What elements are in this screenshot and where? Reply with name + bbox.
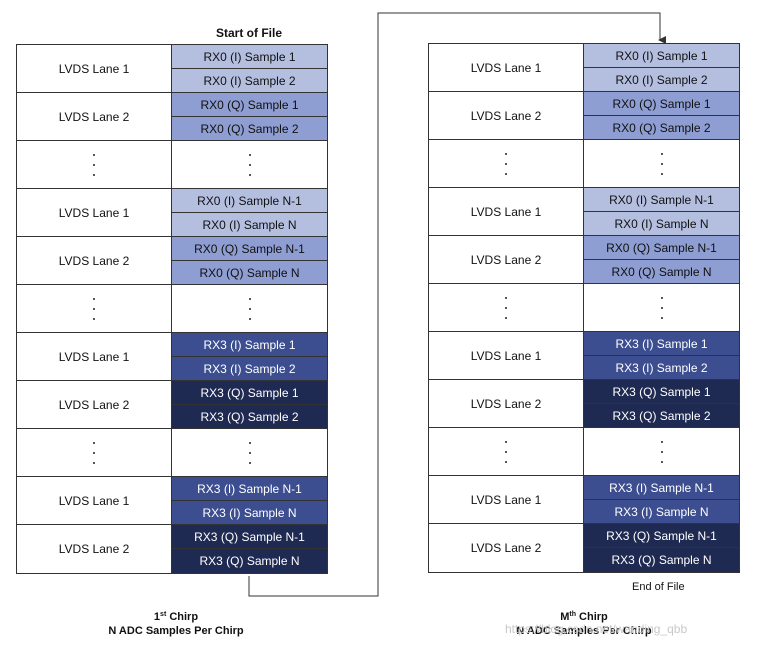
caption-number: M [560,611,570,623]
sample-cell: RX0 (I) Sample 2 [172,69,327,93]
sample-cell: RX3 (I) Sample N [584,500,739,524]
sample-cell: RX0 (Q) Sample 1 [584,92,739,116]
end-of-file-label: End of File [632,581,685,593]
lane-cell: LVDS Lane 1 [17,333,172,381]
lane-cell: LVDS Lane 1 [17,477,172,525]
sample-cell: RX3 (Q) Sample N [584,548,739,572]
first-chirp-block: LVDS Lane 1 RX0 (I) Sample 1 RX0 (I) Sam… [16,44,328,574]
lane-cell: LVDS Lane 2 [429,380,584,428]
ellipsis-cell [584,284,739,332]
caption-word: Chirp [166,611,199,623]
lane-cell: LVDS Lane 2 [17,93,172,141]
sample-cell: RX3 (Q) Sample 2 [584,404,739,428]
sample-cell: RX3 (Q) Sample 1 [172,381,327,405]
ellipsis-cell [172,141,327,189]
first-chirp-caption: 1st Chirp N ADC Samples Per Chirp [76,610,276,638]
lane-cell: LVDS Lane 2 [429,92,584,140]
watermark: https://blog.csdn.net/wanding_qbb [505,622,688,636]
lane-cell: LVDS Lane 1 [17,45,172,93]
sample-cell: RX3 (I) Sample 1 [584,332,739,356]
sample-cell: RX0 (I) Sample N-1 [172,189,327,213]
mth-chirp-caption: Mth Chirp N ADC Samples Per Chirp [484,610,684,638]
sample-cell: RX3 (I) Sample 2 [584,356,739,380]
caption-subtitle: N ADC Samples Per Chirp [108,625,244,637]
sample-cell: RX0 (Q) Sample N [584,260,739,284]
lane-cell: LVDS Lane 1 [429,476,584,524]
caption-superscript: th [569,611,576,618]
sample-cell: RX3 (Q) Sample N-1 [172,525,327,549]
start-of-file-label: Start of File [216,26,283,40]
lane-cell: LVDS Lane 1 [429,188,584,236]
ellipsis-cell [429,284,584,332]
sample-cell: RX0 (Q) Sample 1 [172,93,327,117]
sample-cell: RX3 (Q) Sample 1 [584,380,739,404]
ellipsis-cell [584,140,739,188]
ellipsis-cell [17,429,172,477]
lane-cell: LVDS Lane 2 [429,236,584,284]
sample-cell: RX3 (I) Sample N-1 [584,476,739,500]
sample-cell: RX3 (Q) Sample N-1 [584,524,739,548]
ellipsis-cell [429,428,584,476]
sample-cell: RX3 (I) Sample 1 [172,333,327,357]
sample-cell: RX3 (I) Sample N-1 [172,477,327,501]
sample-cell: RX0 (I) Sample 1 [172,45,327,69]
ellipsis-cell [17,141,172,189]
lane-cell: LVDS Lane 1 [429,332,584,380]
lane-cell: LVDS Lane 1 [429,44,584,92]
sample-cell: RX3 (I) Sample 2 [172,357,327,381]
sample-cell: RX0 (Q) Sample N-1 [172,237,327,261]
sample-cell: RX3 (I) Sample N [172,501,327,525]
sample-cell: RX3 (Q) Sample 2 [172,405,327,429]
sample-cell: RX0 (I) Sample N [584,212,739,236]
lane-cell: LVDS Lane 2 [429,524,584,572]
ellipsis-cell [429,140,584,188]
caption-number: 1 [153,611,161,623]
caption-word: Chirp [576,611,608,623]
mth-chirp-block: LVDS Lane 1 RX0 (I) Sample 1 RX0 (I) Sam… [428,43,740,573]
lane-cell: LVDS Lane 2 [17,381,172,429]
caption-subtitle: N ADC Samples Per Chirp [516,625,652,637]
sample-cell: RX0 (I) Sample N-1 [584,188,739,212]
ellipsis-cell [172,429,327,477]
ellipsis-cell [172,285,327,333]
sample-cell: RX0 (Q) Sample N-1 [584,236,739,260]
sample-cell: RX0 (Q) Sample N [172,261,327,285]
sample-cell: RX3 (Q) Sample N [172,549,327,573]
sample-cell: RX0 (I) Sample 2 [584,68,739,92]
sample-cell: RX0 (Q) Sample 2 [172,117,327,141]
sample-cell: RX0 (I) Sample 1 [584,44,739,68]
sample-cell: RX0 (I) Sample N [172,213,327,237]
caption-superscript: st [160,611,167,618]
connector-line [248,12,666,597]
ellipsis-cell [584,428,739,476]
ellipsis-cell [17,285,172,333]
lane-cell: LVDS Lane 2 [17,237,172,285]
lane-cell: LVDS Lane 2 [17,525,172,573]
lane-cell: LVDS Lane 1 [17,189,172,237]
sample-cell: RX0 (Q) Sample 2 [584,116,739,140]
